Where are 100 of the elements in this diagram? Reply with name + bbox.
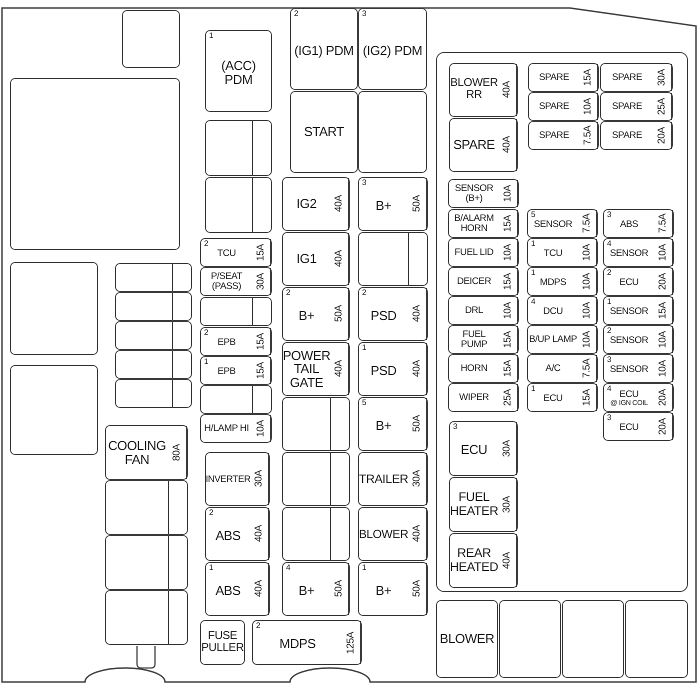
amp-rating: 15A <box>499 355 518 382</box>
fuse <box>358 177 428 231</box>
fuse-label: TCU <box>217 249 236 259</box>
position-number: 1 <box>209 32 214 40</box>
fuse-label: B+ <box>298 308 314 322</box>
fuse <box>282 562 350 616</box>
amp-rating: 40A <box>330 343 349 395</box>
fuse <box>358 562 428 616</box>
empty-fuse-slot <box>358 232 428 286</box>
empty-fuse-slot <box>205 120 272 176</box>
amp-rating: 10A <box>499 297 518 324</box>
amp-rating: 50A <box>408 178 427 230</box>
fuse <box>528 121 599 150</box>
fuse-label: DCU <box>543 307 563 317</box>
relay-label: (IG1) PDM <box>294 44 354 58</box>
amp-rating: 10A <box>578 297 597 324</box>
empty-fuse-slot <box>200 297 272 326</box>
relay <box>358 8 427 90</box>
fuse <box>600 63 673 92</box>
amp-rating: 15A <box>499 268 518 295</box>
fuse <box>205 452 270 506</box>
fuse-label: B/ALARM HORN <box>453 214 495 234</box>
fuse-label: ECU <box>460 443 488 457</box>
amp-rating: 15A <box>578 384 597 411</box>
empty-slot <box>122 10 180 68</box>
fuse <box>603 325 674 354</box>
fuse-label: SENSOR <box>610 249 648 259</box>
amp-rating: 30A <box>408 453 427 505</box>
position-number: 3 <box>607 211 612 219</box>
amp-rating: 30A <box>250 453 269 505</box>
fuse <box>603 383 674 412</box>
amp-rating: 40A <box>408 343 427 395</box>
position-number: 2 <box>204 329 208 337</box>
fuse <box>527 383 598 412</box>
fuse-label: P/SEAT (PASS) <box>210 272 244 292</box>
amp-rating: 10A <box>252 415 271 442</box>
empty-fuse-slot <box>282 452 350 506</box>
amp-rating: 125A <box>342 621 361 664</box>
fuse <box>603 267 674 296</box>
fuse <box>527 238 598 267</box>
fuse-label: ABS <box>215 584 241 598</box>
position-number: 5 <box>362 399 366 407</box>
fuse-label: FUEL HEATER <box>450 491 498 518</box>
amp-rating: 15A <box>252 239 271 266</box>
fuse-label: IG2 <box>296 197 317 211</box>
amp-rating: 40A <box>408 508 427 560</box>
fuse <box>448 354 519 383</box>
fuse-label: SPARE <box>538 72 569 82</box>
fuse <box>358 507 428 561</box>
fuse-label: PSD <box>370 308 396 322</box>
empty-fuse-slot <box>105 480 188 535</box>
amp-rating: 25A <box>653 93 672 120</box>
fuse <box>282 177 350 231</box>
amp-rating: 20A <box>654 413 673 440</box>
amp-rating: 15A <box>499 210 518 237</box>
amp-rating: 15A <box>252 357 271 384</box>
position-number: 2 <box>204 240 208 248</box>
amp-rating: 40A <box>498 119 517 171</box>
empty-fuse-slot <box>282 397 350 451</box>
fuse <box>448 383 519 412</box>
position-number: 3 <box>362 179 366 187</box>
position-number: 3 <box>453 423 458 431</box>
fuse-label: MDPS <box>540 278 566 288</box>
position-number: 2 <box>286 289 290 297</box>
fuse <box>528 92 599 121</box>
relay-label: (IG2) PDM <box>362 44 422 58</box>
fuse <box>200 327 272 356</box>
empty-fuse-slot <box>205 177 272 233</box>
fuse <box>200 414 272 443</box>
fuse-label: B+ <box>298 584 314 598</box>
fuse-label: DRL <box>464 306 484 316</box>
relay-label: START <box>304 125 344 139</box>
fuse <box>527 325 598 354</box>
fuse-panel <box>436 52 688 592</box>
fuse-label: TRAILER <box>359 472 408 486</box>
empty-fuse-slot <box>115 350 192 379</box>
fuse <box>527 354 598 383</box>
empty-slot <box>625 600 688 678</box>
fuse <box>205 507 270 561</box>
fuse-label: FUEL LID <box>454 248 494 258</box>
fuse-label: REAR HEATED <box>450 547 498 574</box>
empty-fuse-slot <box>115 263 192 292</box>
position-number: 1 <box>209 564 214 572</box>
fuse <box>603 412 674 441</box>
fuse-label: ECU <box>619 278 639 288</box>
amp-rating: 25A <box>499 384 518 411</box>
fuse <box>282 342 350 396</box>
amp-rating: 10A <box>499 180 518 207</box>
amp-rating: 40A <box>330 233 349 285</box>
fuse-puller <box>200 620 245 665</box>
fuse-label: SPARE <box>453 138 495 152</box>
fuse <box>600 92 673 121</box>
fuse <box>200 238 272 267</box>
amp-rating: 40A <box>498 64 517 116</box>
fuse <box>603 238 674 267</box>
fuse-label: H/LAMP HI <box>204 424 249 434</box>
amp-rating: 30A <box>498 422 517 475</box>
position-number: 2 <box>294 10 298 18</box>
position-number: 3 <box>362 10 366 18</box>
empty-fuse-slot <box>282 507 350 561</box>
